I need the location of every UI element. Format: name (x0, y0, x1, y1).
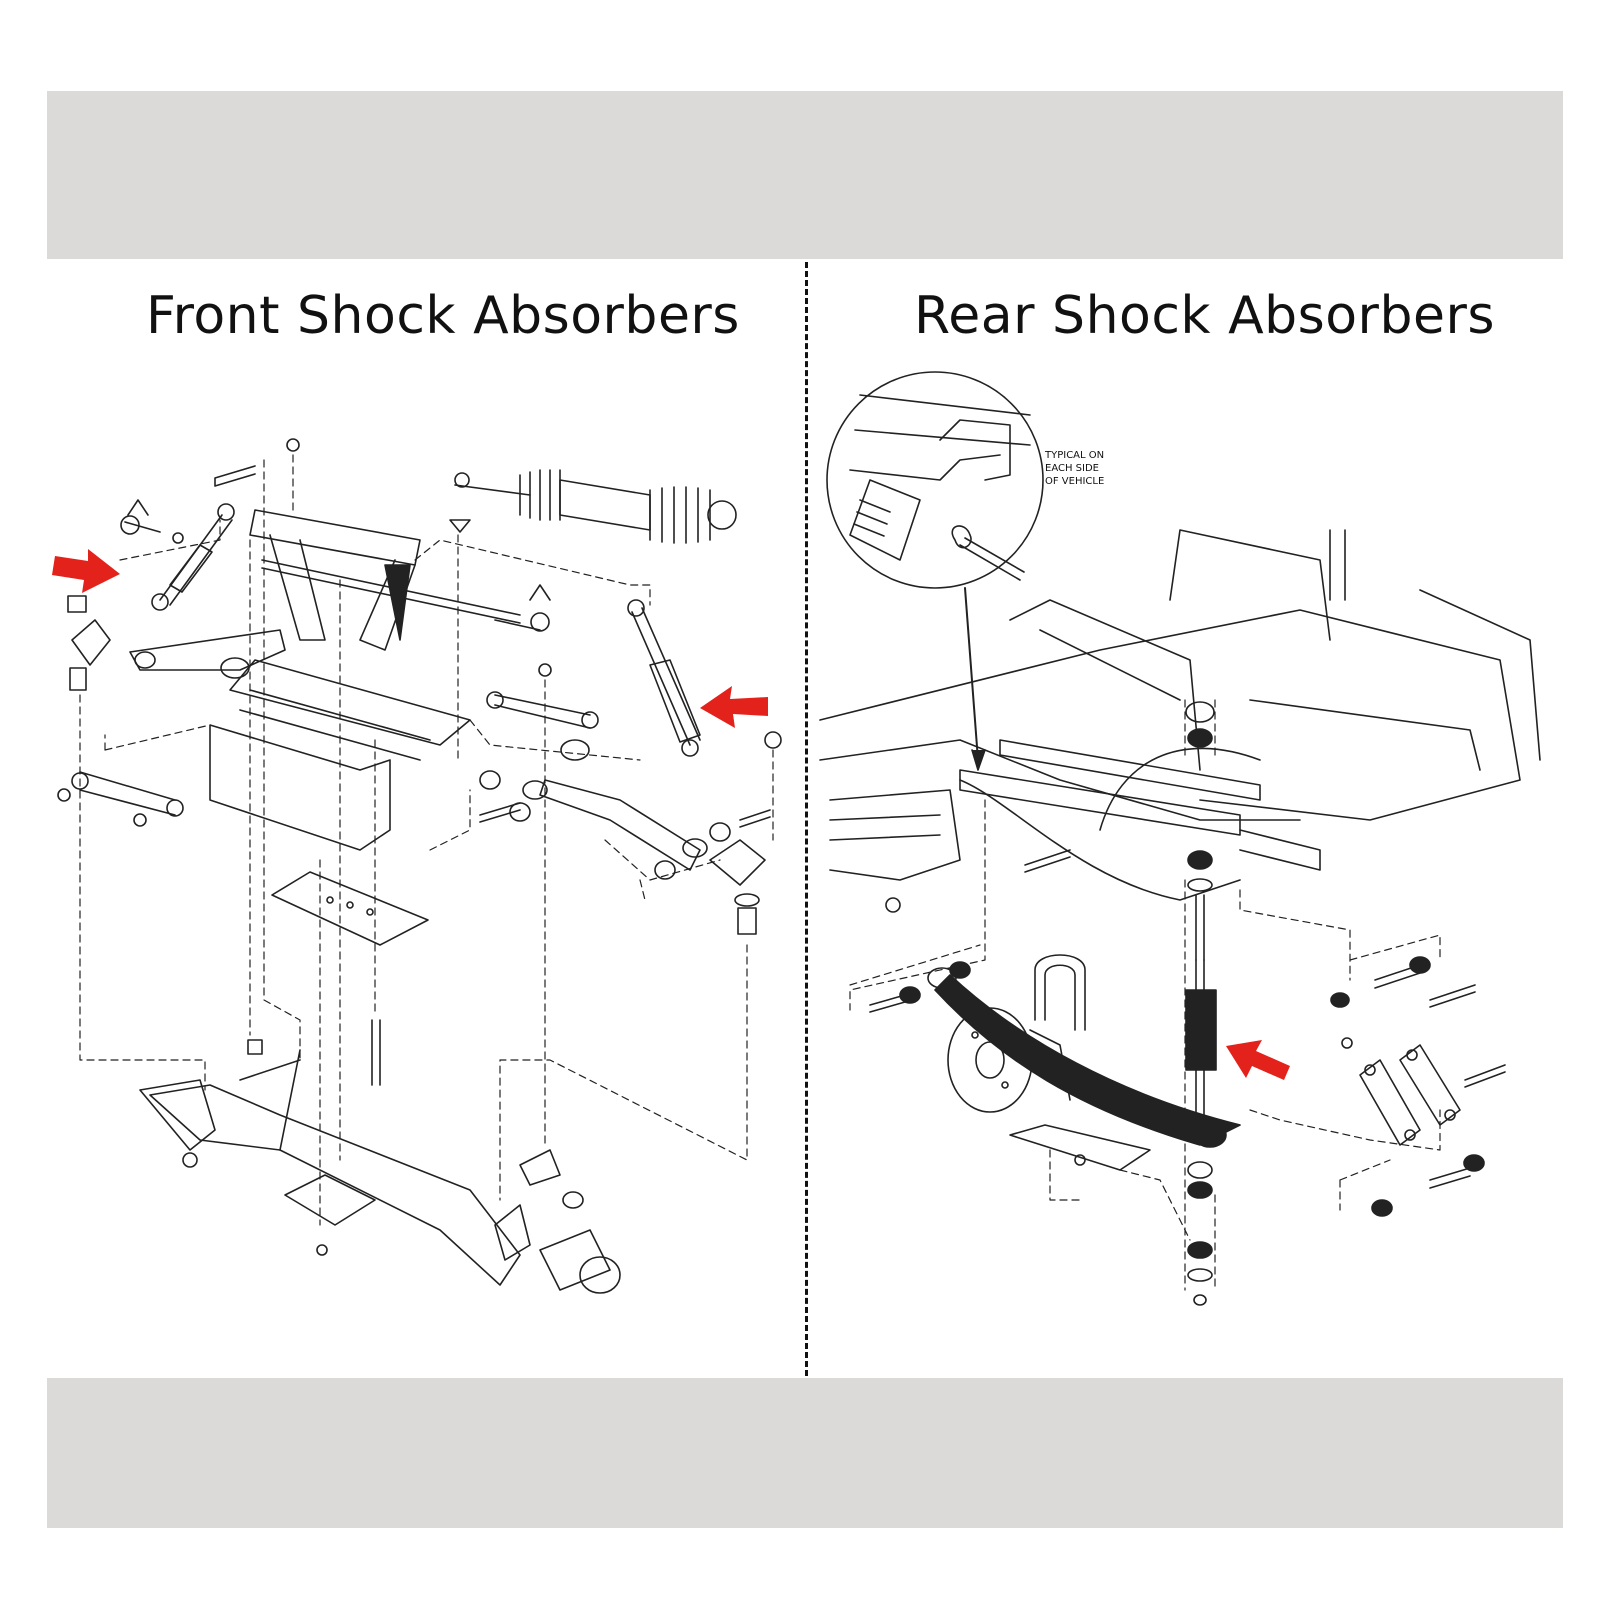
rear-suspension-drawing (819, 371, 1541, 1306)
red-arrow-icon (700, 686, 768, 728)
front-panel (47, 259, 805, 1378)
front-panel-title: Front Shock Absorbers (146, 286, 740, 346)
red-arrow-icon (1226, 1040, 1290, 1080)
inset-note-line-3: OF VEHICLE (1045, 476, 1104, 487)
rear-leader-lines (849, 699, 1441, 1291)
inset-note-line-2: EACH SIDE (1045, 463, 1099, 474)
rear-panel-title: Rear Shock Absorbers (914, 286, 1495, 346)
front-suspension-drawing (57, 438, 782, 1294)
rear-panel (809, 259, 1563, 1378)
bottom-gray-band (47, 1378, 1563, 1528)
front-leader-lines (79, 454, 774, 1226)
red-arrow-icon (52, 549, 120, 593)
top-gray-band (47, 91, 1563, 259)
inset-note-line-1: TYPICAL ON (1044, 450, 1104, 461)
panel-divider (805, 262, 808, 1376)
